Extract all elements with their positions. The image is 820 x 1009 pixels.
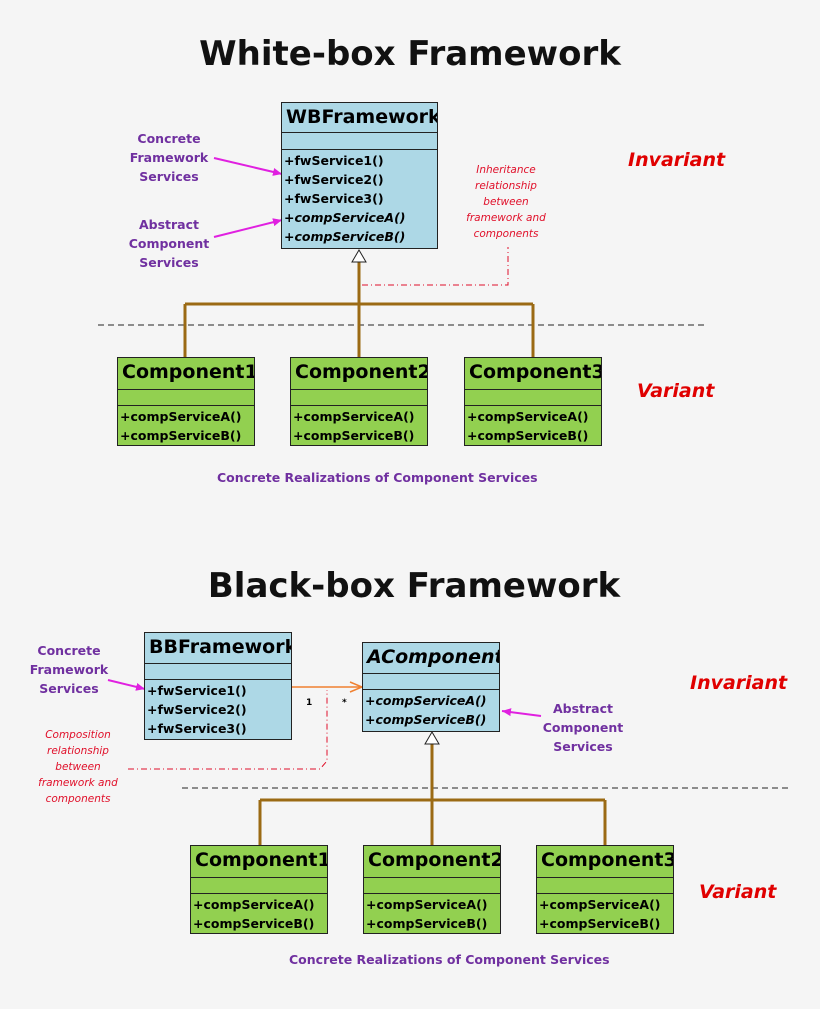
bb-component2-class: Component2 +compServiceA() +compServiceB… bbox=[363, 845, 501, 934]
bb-op-fwservice2: +fwService2() bbox=[147, 702, 247, 717]
bbframework-class: BBFramework +fwService1() +fwService2() … bbox=[144, 632, 292, 740]
association-multiplicity-to: * bbox=[342, 698, 347, 708]
bb-composition-note: Composition relationship between framewo… bbox=[38, 729, 118, 805]
wb-op-fwservice3: +fwService3() bbox=[284, 191, 384, 206]
bb-invariant-label: Invariant bbox=[690, 672, 788, 694]
acomponent-class-name: AComponent bbox=[363, 643, 499, 674]
wb-inheritance-triangle bbox=[351, 249, 367, 263]
bb-op-fwservice3: +fwService3() bbox=[147, 721, 247, 736]
bb-abstract-services-note: Abstract Component Services bbox=[542, 701, 624, 754]
wb-abstract-arrow bbox=[213, 218, 283, 238]
bb-op-compservicea: +compServiceA() bbox=[365, 693, 487, 708]
association-multiplicity-from: 1 bbox=[306, 698, 313, 708]
wb-component1-op-b: +compServiceB() bbox=[120, 428, 242, 443]
bb-composition-note-line bbox=[128, 690, 328, 770]
whitebox-title: White-box Framework bbox=[199, 34, 621, 74]
bb-component1-name: Component1 bbox=[191, 846, 327, 878]
wb-abstract-services-note: Abstract Component Services bbox=[128, 217, 210, 270]
bb-component2-op-a: +compServiceA() bbox=[366, 897, 488, 912]
bb-inheritance-tree bbox=[258, 743, 607, 845]
wb-component1-op-a: +compServiceA() bbox=[120, 409, 242, 424]
blackbox-title: Black-box Framework bbox=[207, 566, 621, 606]
wb-component3-op-a: +compServiceA() bbox=[467, 409, 589, 424]
wb-component3-attributes bbox=[465, 390, 601, 406]
bb-concrete-arrow bbox=[107, 679, 146, 691]
bb-component3-op-a: +compServiceA() bbox=[539, 897, 661, 912]
bb-component3-op-b: +compServiceB() bbox=[539, 916, 661, 931]
wb-op-fwservice2: +fwService2() bbox=[284, 172, 384, 187]
bb-caption: Concrete Realizations of Component Servi… bbox=[289, 952, 610, 967]
wb-component1-class: Component1 +compServiceA() +compServiceB… bbox=[117, 357, 255, 446]
bb-concrete-services-note: Concrete Framework Services bbox=[29, 643, 109, 696]
bbframework-class-name: BBFramework bbox=[145, 633, 291, 664]
bb-component3-attributes bbox=[537, 878, 673, 894]
bb-op-compserviceb: +compServiceB() bbox=[365, 712, 487, 727]
wb-component3-class: Component3 +compServiceA() +compServiceB… bbox=[464, 357, 602, 446]
wbframework-attributes bbox=[282, 133, 437, 150]
wb-component1-attributes bbox=[118, 390, 254, 406]
wb-component1-name: Component1 bbox=[118, 358, 254, 390]
wb-component3-op-b: +compServiceB() bbox=[467, 428, 589, 443]
wb-inheritance-tree bbox=[183, 262, 535, 357]
wb-component2-name: Component2 bbox=[291, 358, 427, 390]
bb-component3-name: Component3 bbox=[537, 846, 673, 878]
bb-component3-class: Component3 +compServiceA() +compServiceB… bbox=[536, 845, 674, 934]
bb-abstract-arrow bbox=[501, 708, 542, 717]
wb-component1-operations: +compServiceA() +compServiceB() bbox=[118, 406, 254, 446]
wb-inheritance-note: Inheritance relationship between framewo… bbox=[466, 164, 546, 240]
acomponent-attributes bbox=[363, 674, 499, 690]
bb-component1-op-b: +compServiceB() bbox=[193, 916, 315, 931]
wb-component2-operations: +compServiceA() +compServiceB() bbox=[291, 406, 427, 446]
wb-component3-operations: +compServiceA() +compServiceB() bbox=[465, 406, 601, 446]
wbframework-class-name: WBFramework bbox=[282, 103, 437, 133]
wb-op-compservicea: +compServiceA() bbox=[284, 210, 406, 225]
wb-concrete-arrow bbox=[213, 157, 283, 176]
acomponent-operations: +compServiceA() +compServiceB() bbox=[363, 690, 499, 730]
wb-component2-op-a: +compServiceA() bbox=[293, 409, 415, 424]
bb-component1-operations: +compServiceA() +compServiceB() bbox=[191, 894, 327, 934]
bb-component2-operations: +compServiceA() +compServiceB() bbox=[364, 894, 500, 934]
bb-variant-label: Variant bbox=[699, 881, 777, 903]
wbframework-operations: +fwService1() +fwService2() +fwService3(… bbox=[282, 150, 437, 247]
bb-component2-name: Component2 bbox=[364, 846, 500, 878]
wb-component2-attributes bbox=[291, 390, 427, 406]
wb-invariant-label: Invariant bbox=[628, 149, 726, 171]
bb-component2-op-b: +compServiceB() bbox=[366, 916, 488, 931]
bb-op-fwservice1: +fwService1() bbox=[147, 683, 247, 698]
bb-component1-attributes bbox=[191, 878, 327, 894]
bb-component3-operations: +compServiceA() +compServiceB() bbox=[537, 894, 673, 934]
wbframework-class: WBFramework +fwService1() +fwService2() … bbox=[281, 102, 438, 249]
wb-inheritance-note-line bbox=[362, 247, 509, 286]
bbframework-operations: +fwService1() +fwService2() +fwService3(… bbox=[145, 680, 291, 739]
bb-inheritance-triangle bbox=[424, 731, 440, 745]
wb-component2-class: Component2 +compServiceA() +compServiceB… bbox=[290, 357, 428, 446]
bb-component1-class: Component1 +compServiceA() +compServiceB… bbox=[190, 845, 328, 934]
wb-caption: Concrete Realizations of Component Servi… bbox=[217, 470, 538, 485]
acomponent-class: AComponent +compServiceA() +compServiceB… bbox=[362, 642, 500, 732]
wb-component3-name: Component3 bbox=[465, 358, 601, 390]
wb-concrete-services-note: Concrete Framework Services bbox=[129, 131, 209, 184]
wb-op-fwservice1: +fwService1() bbox=[284, 153, 384, 168]
wb-component2-op-b: +compServiceB() bbox=[293, 428, 415, 443]
wb-op-compserviceb: +compServiceB() bbox=[284, 229, 406, 244]
bb-component1-op-a: +compServiceA() bbox=[193, 897, 315, 912]
wb-variant-label: Variant bbox=[637, 380, 715, 402]
bbframework-attributes bbox=[145, 664, 291, 680]
bb-component2-attributes bbox=[364, 878, 500, 894]
